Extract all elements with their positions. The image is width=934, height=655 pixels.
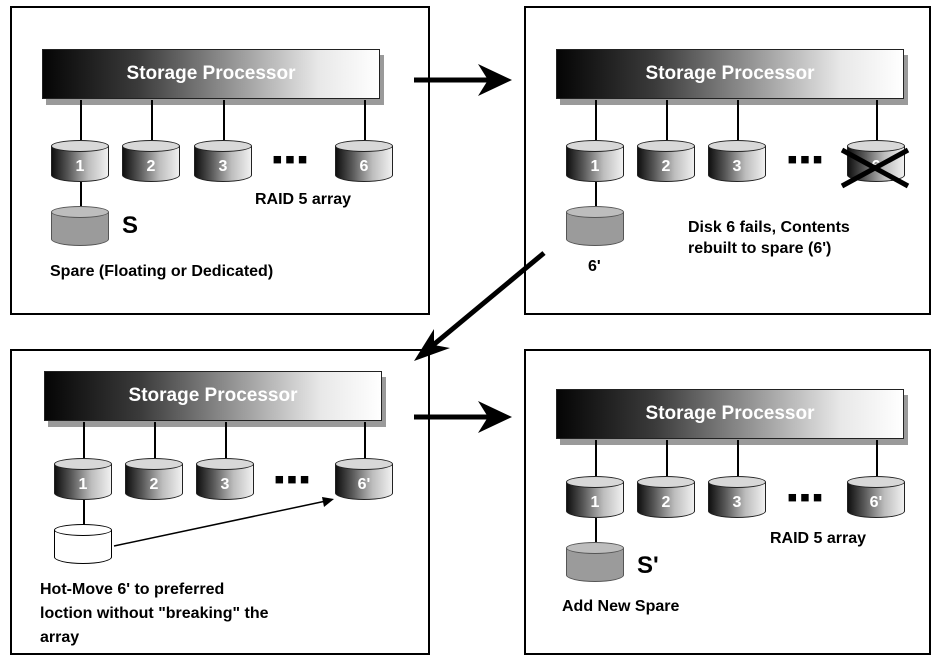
array-label: RAID 5 array [255, 191, 352, 208]
connector [737, 440, 739, 476]
vacated-spare-slot [54, 524, 112, 564]
connector [666, 440, 668, 476]
spare-disk [51, 206, 109, 246]
disk-1: 1 [54, 458, 112, 500]
hot-move-caption-line-1: Hot-Move 6' to preferred [40, 581, 225, 598]
rebuilt-spare-disk [566, 206, 624, 246]
connector [595, 182, 597, 208]
storage-processor: Storage Processor [44, 371, 382, 421]
connector [151, 100, 153, 140]
disk-6-prime: 6' [847, 476, 905, 518]
hot-move-caption-line-3: array [40, 629, 80, 646]
disk-1: 1 [566, 476, 624, 518]
spare-letter: S [122, 212, 139, 239]
ellipsis: ▪▪▪ [787, 481, 825, 514]
storage-processor: Storage Processor [556, 49, 904, 99]
new-spare-disk [566, 542, 624, 582]
failure-caption-line-2: rebuilt to spare (6') [688, 240, 832, 257]
connector [876, 100, 878, 140]
disk-3: 3 [708, 140, 766, 182]
connector [595, 100, 597, 140]
disk-6-prime: 6' [335, 458, 393, 500]
connector [666, 100, 668, 140]
disk-2: 2 [125, 458, 183, 500]
connector [876, 440, 878, 476]
spare-caption: Spare (Floating or Dedicated) [50, 263, 274, 280]
disk-1: 1 [566, 140, 624, 182]
storage-processor: Storage Processor [42, 49, 380, 99]
disk-3: 3 [708, 476, 766, 518]
array-label: RAID 5 array [770, 530, 867, 547]
spare-label: 6' [588, 258, 601, 275]
spare-letter: S' [637, 552, 659, 579]
connector [364, 100, 366, 140]
connector [737, 100, 739, 140]
connector [364, 422, 366, 458]
failure-caption-line-1: Disk 6 fails, Contents [688, 219, 850, 236]
connector [83, 422, 85, 458]
connector [595, 518, 597, 544]
disk-3: 3 [196, 458, 254, 500]
disk-2: 2 [637, 476, 695, 518]
connector [595, 440, 597, 476]
storage-processor: Storage Processor [556, 389, 904, 439]
connector [80, 182, 82, 208]
connector [225, 422, 227, 458]
connector [223, 100, 225, 140]
ellipsis: ▪▪▪ [787, 143, 825, 176]
connector [154, 422, 156, 458]
hot-move-caption-line-2: loction without "breaking" the [40, 605, 269, 622]
connector [83, 500, 85, 526]
ellipsis: ▪▪▪ [272, 143, 310, 176]
connector [80, 100, 82, 140]
disk-2: 2 [637, 140, 695, 182]
disk-3: 3 [194, 140, 252, 182]
ellipsis: ▪▪▪ [274, 463, 312, 496]
disk-6-failed: 6 [847, 140, 905, 182]
disk-1: 1 [51, 140, 109, 182]
new-spare-caption: Add New Spare [562, 598, 680, 615]
disk-2: 2 [122, 140, 180, 182]
disk-6: 6 [335, 140, 393, 182]
